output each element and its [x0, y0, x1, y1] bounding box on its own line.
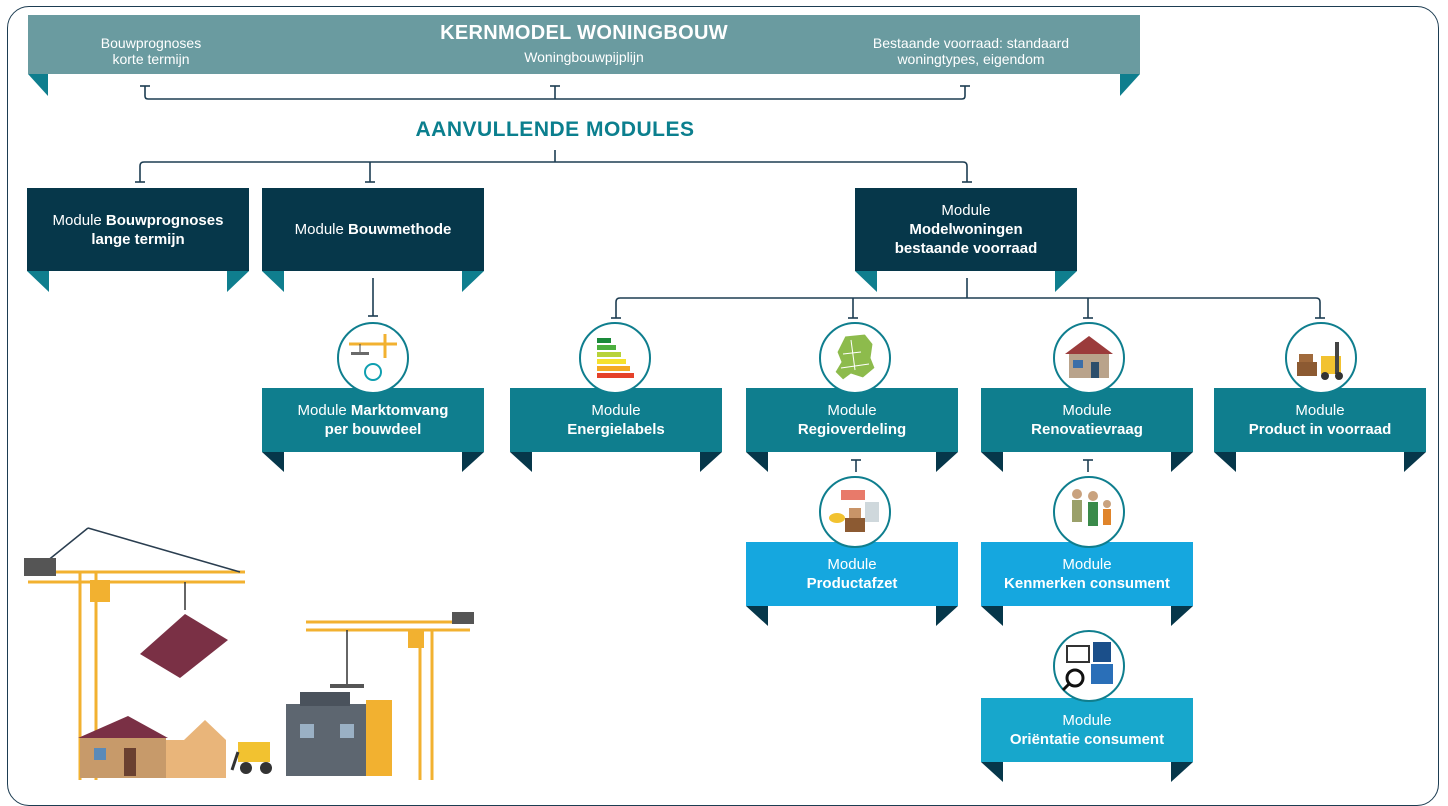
module-bouwprognoses-lange-termijn: Module Bouwprognoses lange termijn: [27, 188, 249, 271]
box-tabs: [27, 271, 1426, 782]
energy-label-icon: [579, 322, 651, 394]
module-renovatievraag: Module Renovatievraag: [981, 388, 1193, 452]
module-energielabels: Module Energielabels: [510, 388, 722, 452]
netherlands-map-icon: [819, 322, 891, 394]
products-icon: [819, 476, 891, 548]
module-kenmerken-consument: Module Kenmerken consument: [981, 542, 1193, 606]
module-bouwmethode: Module Bouwmethode: [262, 188, 484, 271]
forklift-icon: [1285, 322, 1357, 394]
module-modelwoningen: Module Modelwoningen bestaande voorraad: [855, 188, 1077, 271]
core-right-text: Bestaande voorraad: standaard woningtype…: [872, 35, 1070, 67]
search-store-icon: [1053, 630, 1125, 702]
module-orientatie-consument: Module Oriëntatie consument: [981, 698, 1193, 762]
module-marktomvang: Module Marktomvang per bouwdeel: [262, 388, 484, 452]
module-productafzet: Module Productafzet: [746, 542, 958, 606]
core-left-text: Bouwprognoses korte termijn: [100, 35, 202, 67]
construction-scene-illustration: [24, 527, 474, 780]
consumers-icon: [1053, 476, 1125, 548]
core-subtitle: Woningbouwpijplijn: [524, 49, 644, 65]
crane-icon: [337, 322, 409, 394]
module-product-in-voorraad: Module Product in voorraad: [1214, 388, 1426, 452]
core-title: KERNMODEL WONINGBOUW: [440, 22, 728, 44]
core-model-banner: KERNMODEL WONINGBOUW Woningbouwpijplijn …: [28, 15, 1140, 74]
house-renovation-icon: [1053, 322, 1125, 394]
banner-tabs: [28, 74, 1140, 96]
connector-lines: [135, 85, 1325, 472]
module-regioverdeling: Module Regioverdeling: [746, 388, 958, 452]
additional-modules-heading: AANVULLENDE MODULES: [415, 118, 695, 141]
